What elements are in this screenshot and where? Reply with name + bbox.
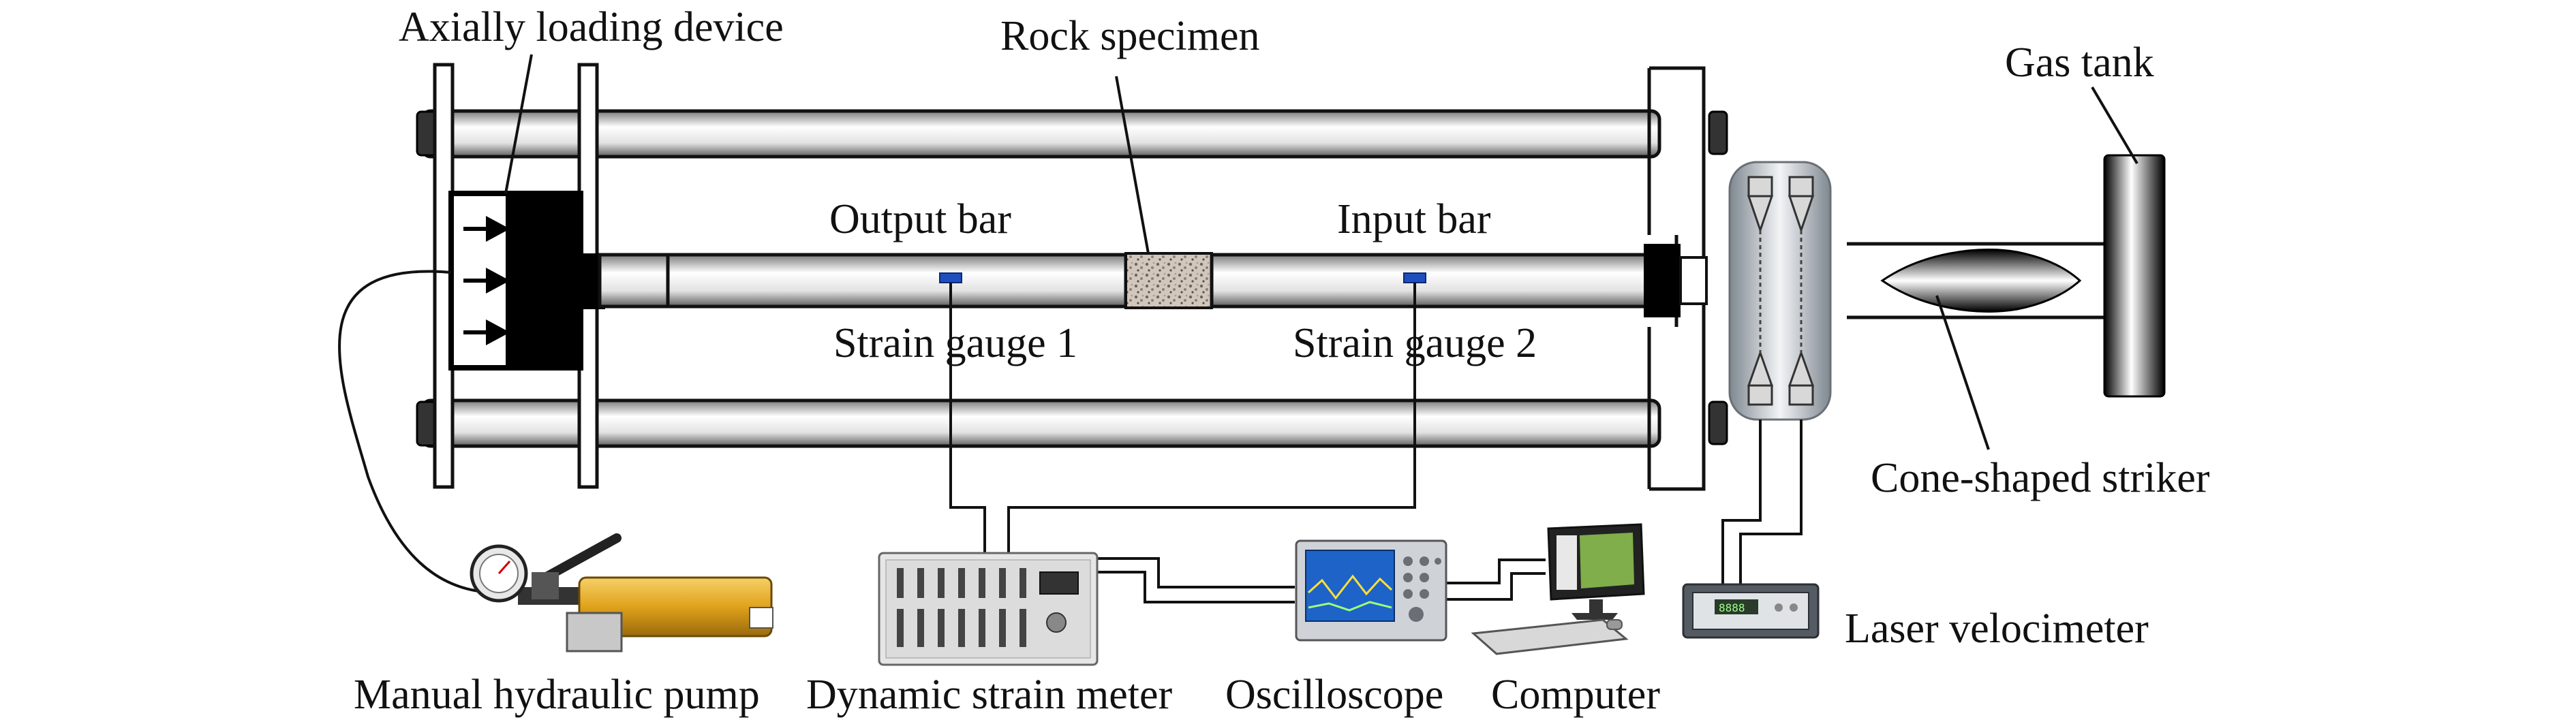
laser-emitter-box: [1728, 161, 1832, 421]
dynamic-strain-meter: [878, 552, 1099, 666]
label-oscilloscope: Oscilloscope: [1225, 672, 1443, 718]
input-bar-end-block: [1644, 244, 1681, 317]
input-bar-end-collar: [1679, 256, 1708, 305]
gas-tank: [2103, 154, 2166, 398]
transmission-bar-stub: [598, 253, 670, 309]
rock-specimen: [1124, 252, 1213, 309]
launch-barrel: [1847, 242, 2104, 319]
laser-velocimeter-device: 8888: [1682, 583, 1820, 639]
label-strain-gauge-1: Strain gauge 1: [833, 320, 1077, 366]
axial-loading-device: [448, 191, 605, 371]
label-output-bar: Output bar: [829, 196, 1011, 242]
leader-lines: [504, 54, 2138, 450]
tie-rod-top: [420, 109, 1661, 159]
computer-device: [1471, 523, 1645, 655]
label-computer: Computer: [1491, 672, 1660, 718]
nut-top-right: [1708, 110, 1728, 155]
strain-gauge-1-marker: [939, 272, 962, 283]
label-gas-tank: Gas tank: [2005, 40, 2154, 86]
nut-bottom-right: [1708, 400, 1728, 445]
svg-text:8888: 8888: [1719, 601, 1745, 614]
manual-hydraulic-pump: [470, 533, 773, 652]
label-input-bar: Input bar: [1337, 196, 1491, 242]
wiring: [338, 270, 1803, 603]
tie-rod-bottom: [420, 398, 1661, 448]
label-rock-specimen: Rock specimen: [1000, 13, 1260, 59]
label-cone-shaped-striker: Cone-shaped striker: [1871, 455, 2210, 501]
label-strain-gauge-2: Strain gauge 2: [1293, 320, 1537, 366]
label-manual-hydraulic-pump: Manual hydraulic pump: [354, 672, 760, 718]
output-bar: [666, 253, 1128, 309]
label-dynamic-strain-meter: Dynamic strain meter: [806, 672, 1172, 718]
label-laser-velocimeter: Laser velocimeter: [1845, 605, 2149, 652]
oscilloscope-device: [1295, 539, 1447, 642]
cone-shaped-striker: [1880, 249, 2082, 313]
strain-gauge-2-marker: [1403, 272, 1426, 283]
input-bar: [1210, 253, 1651, 309]
label-axially-loading-device: Axially loading device: [399, 4, 784, 50]
